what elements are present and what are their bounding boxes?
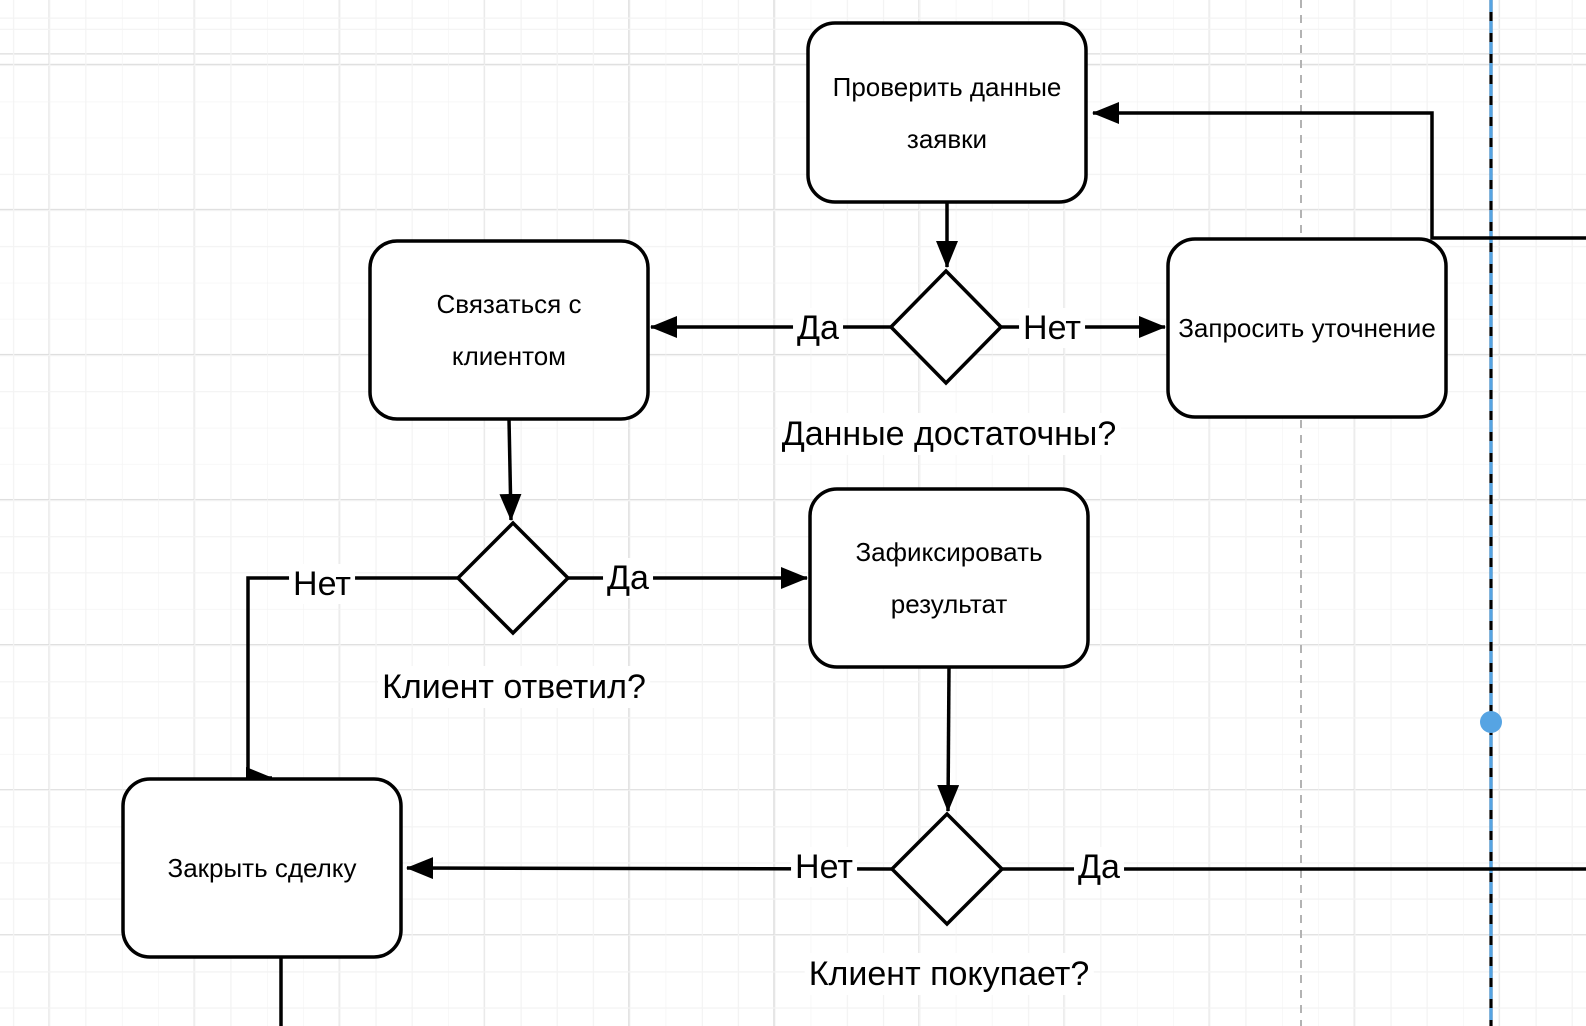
edge-endpoint-handle[interactable] (1480, 711, 1502, 733)
node-request-details[interactable] (1166, 237, 1448, 419)
edge-record-to-decision3[interactable] (937, 666, 960, 812)
node-check-request[interactable] (806, 21, 1088, 204)
node-record-result[interactable] (808, 487, 1090, 669)
edge-label-label-no-1[interactable]: Нет (1019, 308, 1085, 348)
question-buy[interactable]: Клиент покупает? (804, 953, 1094, 995)
edge-contact-to-decision2[interactable] (499, 418, 522, 521)
decision-client-replied[interactable] (455, 520, 571, 636)
edge-clarify-back-to-check[interactable] (1092, 102, 1586, 240)
node-contact-client[interactable] (368, 239, 650, 421)
question-answer[interactable]: Клиент ответил? (378, 666, 650, 708)
decision-data-sufficient[interactable] (888, 268, 1004, 386)
decision-client-buys[interactable] (889, 811, 1005, 927)
edge-label-label-yes-2[interactable]: Да (603, 558, 653, 598)
edge-label-label-yes-3[interactable]: Да (1074, 847, 1124, 887)
edge-label-label-yes-1[interactable]: Да (793, 308, 843, 348)
node-close-deal[interactable] (121, 777, 403, 959)
question-data[interactable]: Данные достаточны? (777, 413, 1121, 455)
edge-label-label-no-2[interactable]: Нет (289, 564, 355, 604)
edge-label-label-no-3[interactable]: Нет (791, 847, 857, 887)
